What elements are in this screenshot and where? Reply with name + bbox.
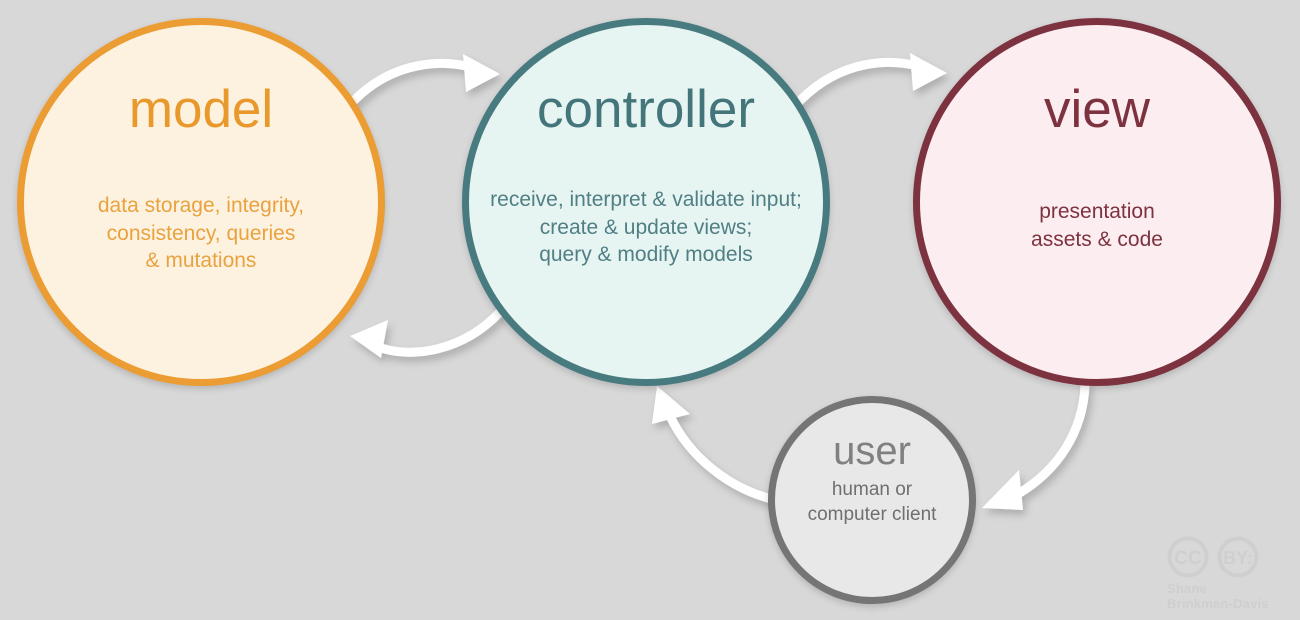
node-controller[interactable]: controller receive, interpret & validate… (462, 18, 830, 386)
node-view-description: presentation assets & code (1031, 200, 1163, 251)
cc-by-icon: BY: (1217, 536, 1259, 578)
license-attribution: Shane Brinkman-Davis (1167, 581, 1269, 612)
arrow-controller-to-view (789, 53, 947, 112)
node-model[interactable]: model data storage, integrity, consisten… (17, 18, 385, 386)
node-view[interactable]: view presentation assets & code (913, 18, 1281, 386)
creative-commons-icon-label: CC (1174, 548, 1202, 569)
arrow-controller-to-model (350, 307, 505, 358)
node-user-title: user (833, 429, 911, 473)
node-view-title: view (1043, 80, 1151, 139)
node-user-description: human or computer client (807, 479, 937, 526)
cc-by-icon-label: BY: (1223, 548, 1253, 568)
creative-commons-icon: CC (1167, 536, 1209, 578)
node-controller-description: receive, interpret & validate input; cre… (490, 188, 802, 267)
node-model-description: data storage, integrity, consistency, qu… (97, 194, 305, 273)
arrow-view-to-user (982, 380, 1090, 510)
license-author-line2: Brinkman-Davis (1167, 596, 1269, 612)
license-author-line1: Shane (1167, 581, 1208, 597)
node-model-title: model (128, 80, 274, 139)
license-marks: CC BY: (1166, 535, 1260, 579)
node-user[interactable]: user human or computer client (768, 396, 976, 604)
arrow-model-to-controller (342, 54, 500, 113)
arrow-user-to-controller (652, 386, 781, 505)
license-badge[interactable]: CC BY: Shane Brinkman-Davis (1164, 535, 1292, 612)
node-controller-title: controller (537, 80, 755, 139)
